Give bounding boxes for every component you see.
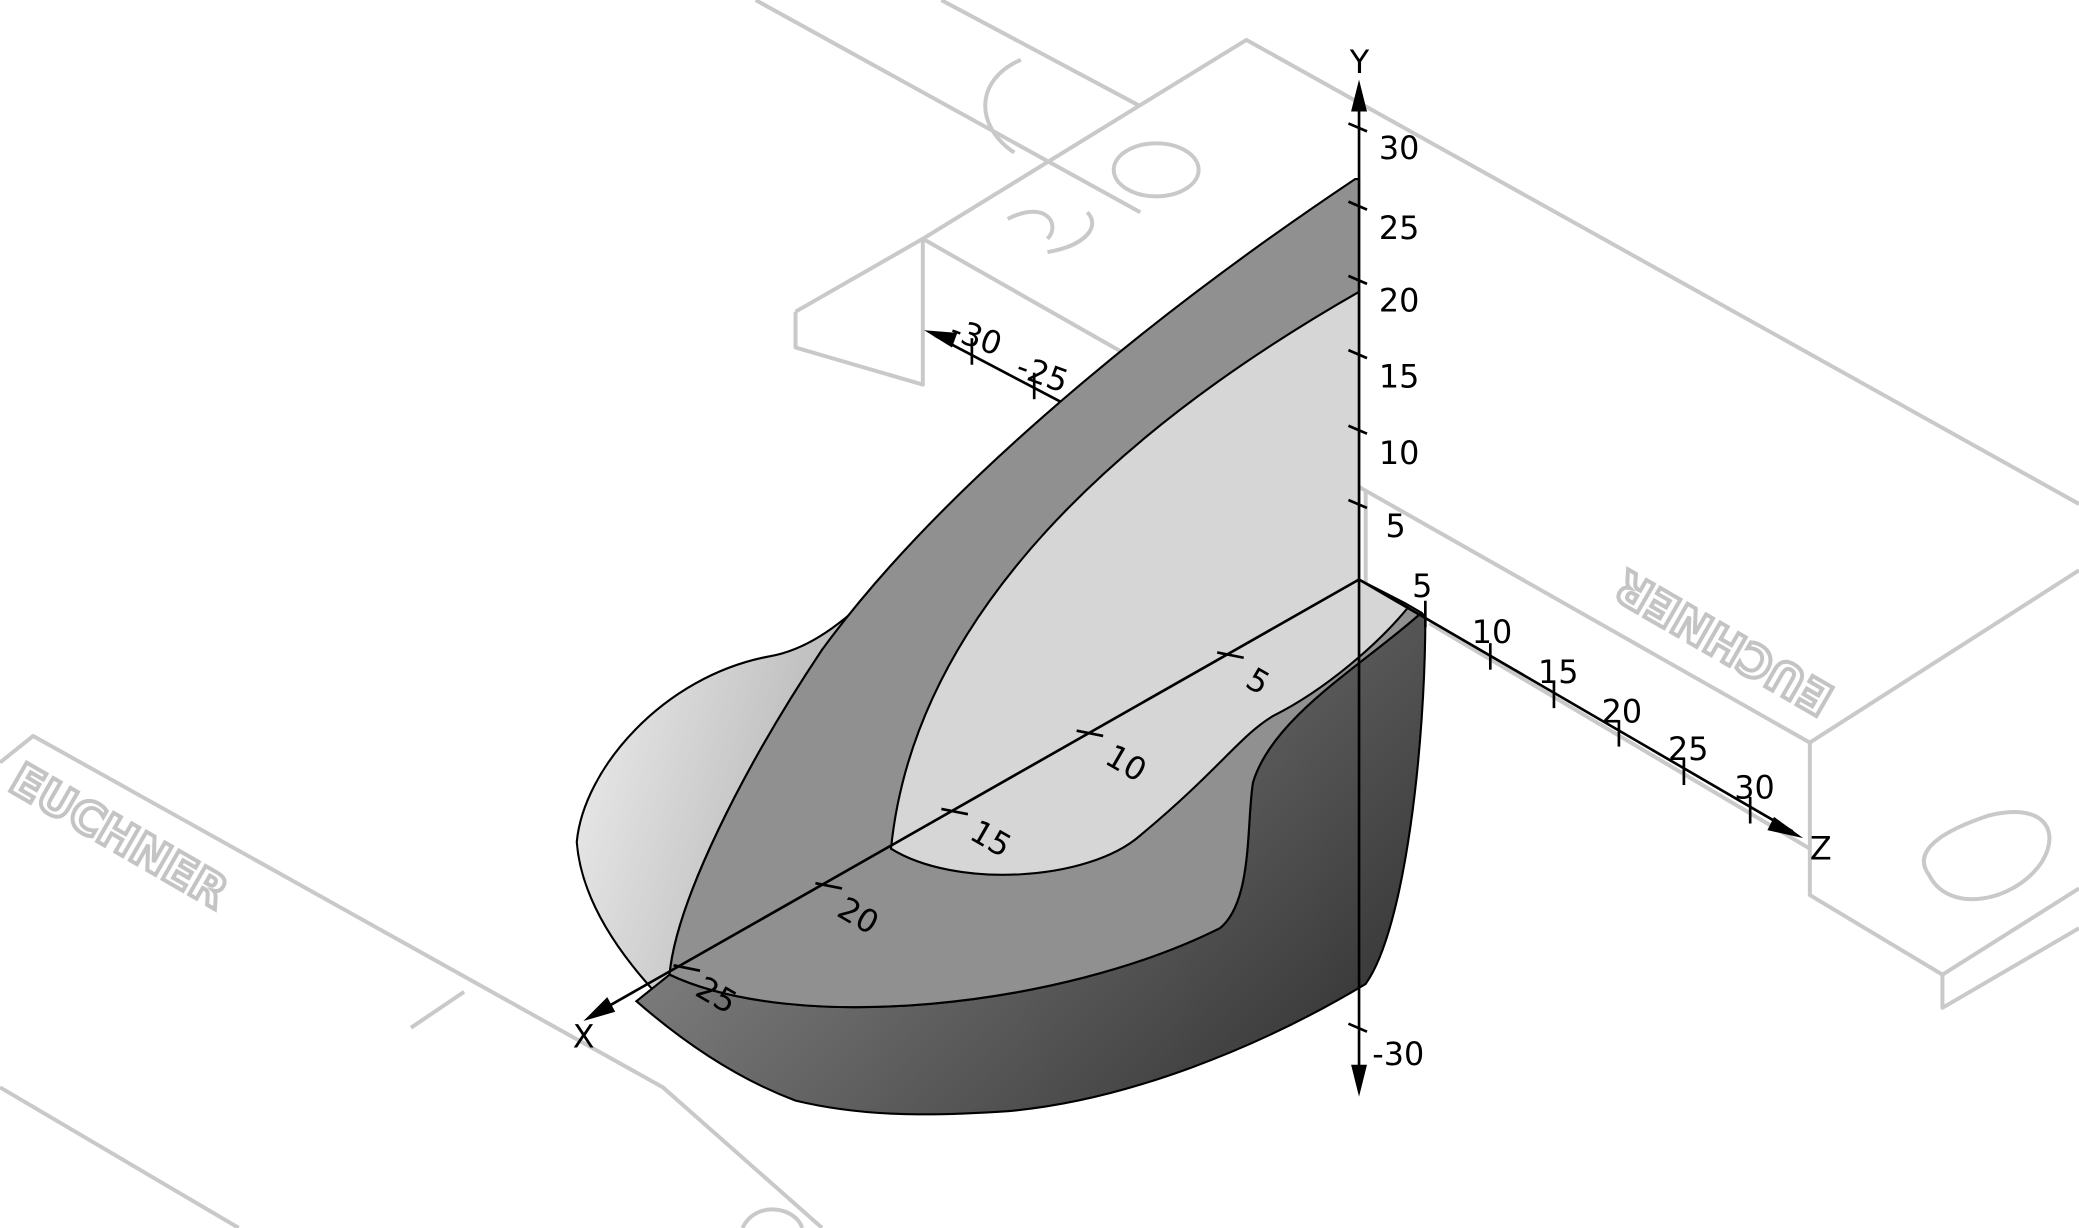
x-axis-label: X [573,1018,595,1056]
y-tick-20: 20 [1379,282,1419,320]
z-tick-5: 5 [1412,567,1432,605]
y-axis-label: Y [1349,43,1370,81]
inner-face [889,289,1410,876]
switching-range-shape [575,178,1427,1116]
y-tick-15: 15 [1379,357,1419,395]
z-tick-neg25: -25 [1012,347,1074,400]
z-tick-25: 25 [1668,730,1708,768]
actuator-housing-outline [0,733,824,1228]
z-tick-15: 15 [1538,653,1578,691]
y-tick-25: 25 [1379,209,1419,247]
z-tick-30: 30 [1734,768,1774,806]
z-axis-label: Z [1810,829,1832,867]
y-tick-5: 5 [1386,507,1406,545]
z-tick-10: 10 [1472,613,1512,651]
sensor-housing-outline [754,0,2079,1010]
z-tick-neg30: -30 [945,310,1007,363]
z-tick-20: 20 [1602,693,1642,731]
y-tick-30: 30 [1379,129,1419,167]
y-axis: Y 5 10 15 20 25 30 -30 [1347,43,1424,1097]
y-tick-10: 10 [1379,434,1419,472]
y-tick-neg30: -30 [1372,1035,1424,1073]
brand-label-actuator: EUCHNER [1,753,237,920]
